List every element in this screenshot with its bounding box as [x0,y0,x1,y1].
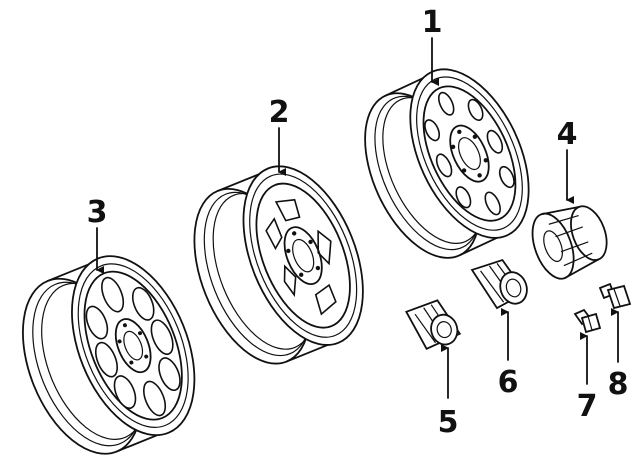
callout-8: 8 [608,367,629,402]
leader-lines [96,37,619,399]
wheel-1-steel-slotted [364,68,530,259]
callout-7: 7 [577,389,598,424]
callout-5: 5 [438,405,459,440]
lug-nut-short [573,308,602,334]
callout-3: 3 [87,195,108,230]
wheel-2-steel-window [193,165,364,365]
hub-cap-medium [470,258,528,310]
hub-cap-small [405,299,462,350]
hub-cap-large [531,205,608,280]
callout-6: 6 [498,365,519,400]
wheel-3-alloy-teardrop [22,255,196,455]
callout-1: 1 [422,5,443,40]
callout-2: 2 [269,95,290,130]
callout-4: 4 [557,117,578,152]
lug-nut-long [598,282,632,310]
